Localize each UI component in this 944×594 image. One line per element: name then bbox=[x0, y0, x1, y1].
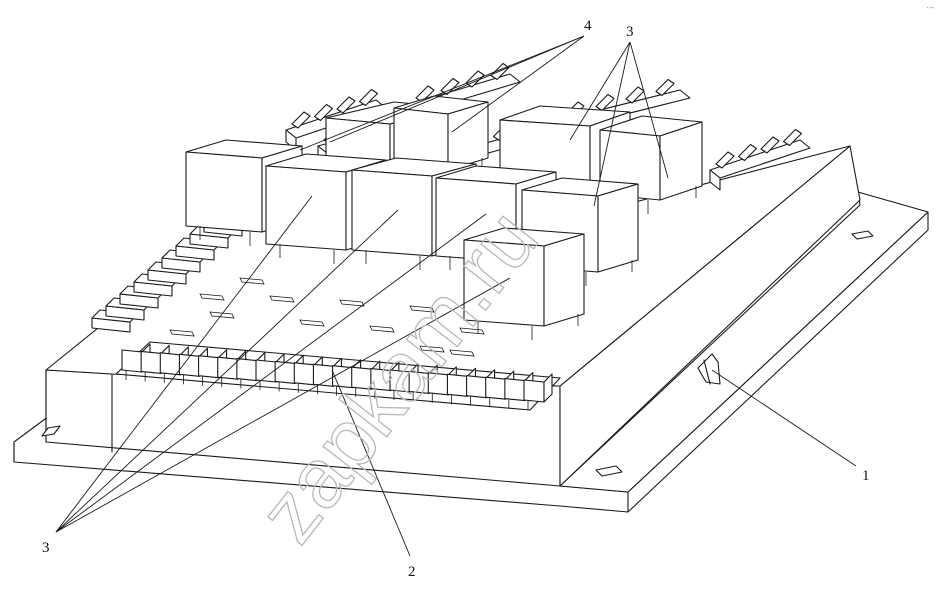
slot bbox=[459, 327, 485, 335]
slot bbox=[169, 329, 195, 337]
relay bbox=[393, 95, 489, 184]
relays bbox=[185, 95, 703, 340]
mounting-hole-right bbox=[851, 230, 874, 240]
mounting-hole-left bbox=[41, 425, 61, 437]
latch-clip bbox=[697, 353, 721, 385]
slot bbox=[339, 299, 365, 307]
slot bbox=[369, 325, 395, 333]
callout-3-bottom: 3 bbox=[42, 540, 50, 556]
mounting-holes bbox=[41, 230, 874, 477]
slot bbox=[449, 349, 475, 357]
slot bbox=[299, 319, 325, 327]
corner-mark: ·– bbox=[926, 2, 934, 12]
slot bbox=[239, 277, 265, 285]
slot bbox=[199, 293, 225, 301]
slot bbox=[419, 345, 445, 353]
relay bbox=[463, 227, 585, 340]
callout-1: 1 bbox=[862, 468, 870, 484]
fuse-comb bbox=[115, 341, 561, 411]
fuse-slot bbox=[523, 373, 553, 410]
slot bbox=[209, 311, 235, 319]
callout-2: 2 bbox=[408, 564, 416, 580]
mounting-hole-front bbox=[595, 465, 623, 477]
leader-lines bbox=[55, 35, 857, 557]
slot bbox=[269, 295, 295, 303]
callout-4: 4 bbox=[584, 18, 592, 34]
connector-6 bbox=[709, 128, 811, 191]
mini-fuse-sockets bbox=[91, 213, 485, 357]
callout-3-top: 3 bbox=[626, 24, 634, 40]
slot bbox=[409, 305, 435, 313]
